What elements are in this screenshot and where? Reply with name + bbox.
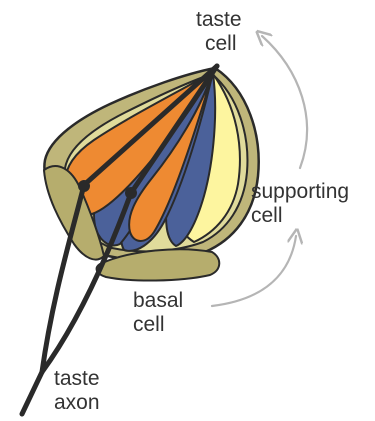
label-taste-cell-line2: cell — [196, 32, 242, 56]
arrow-supporting-to-taste — [262, 36, 307, 168]
label-taste-axon-line2: axon — [54, 391, 100, 415]
label-taste-axon-line1: taste — [54, 367, 100, 391]
label-taste-cell: taste cell — [196, 8, 242, 56]
arrow-basal-to-supporting — [212, 236, 296, 306]
synapse-dot-left — [78, 180, 90, 192]
label-supporting-cell-line1: supporting — [251, 180, 349, 204]
label-basal-cell-line2: cell — [133, 313, 183, 337]
label-supporting-cell-line2: cell — [251, 204, 349, 228]
label-supporting-cell: supporting cell — [251, 180, 349, 228]
label-taste-axon: taste axon — [54, 367, 100, 415]
label-basal-cell-line1: basal — [133, 289, 183, 313]
label-basal-cell: basal cell — [133, 289, 183, 337]
synapse-dot-right — [125, 187, 137, 199]
label-taste-cell-line1: taste — [196, 8, 242, 32]
